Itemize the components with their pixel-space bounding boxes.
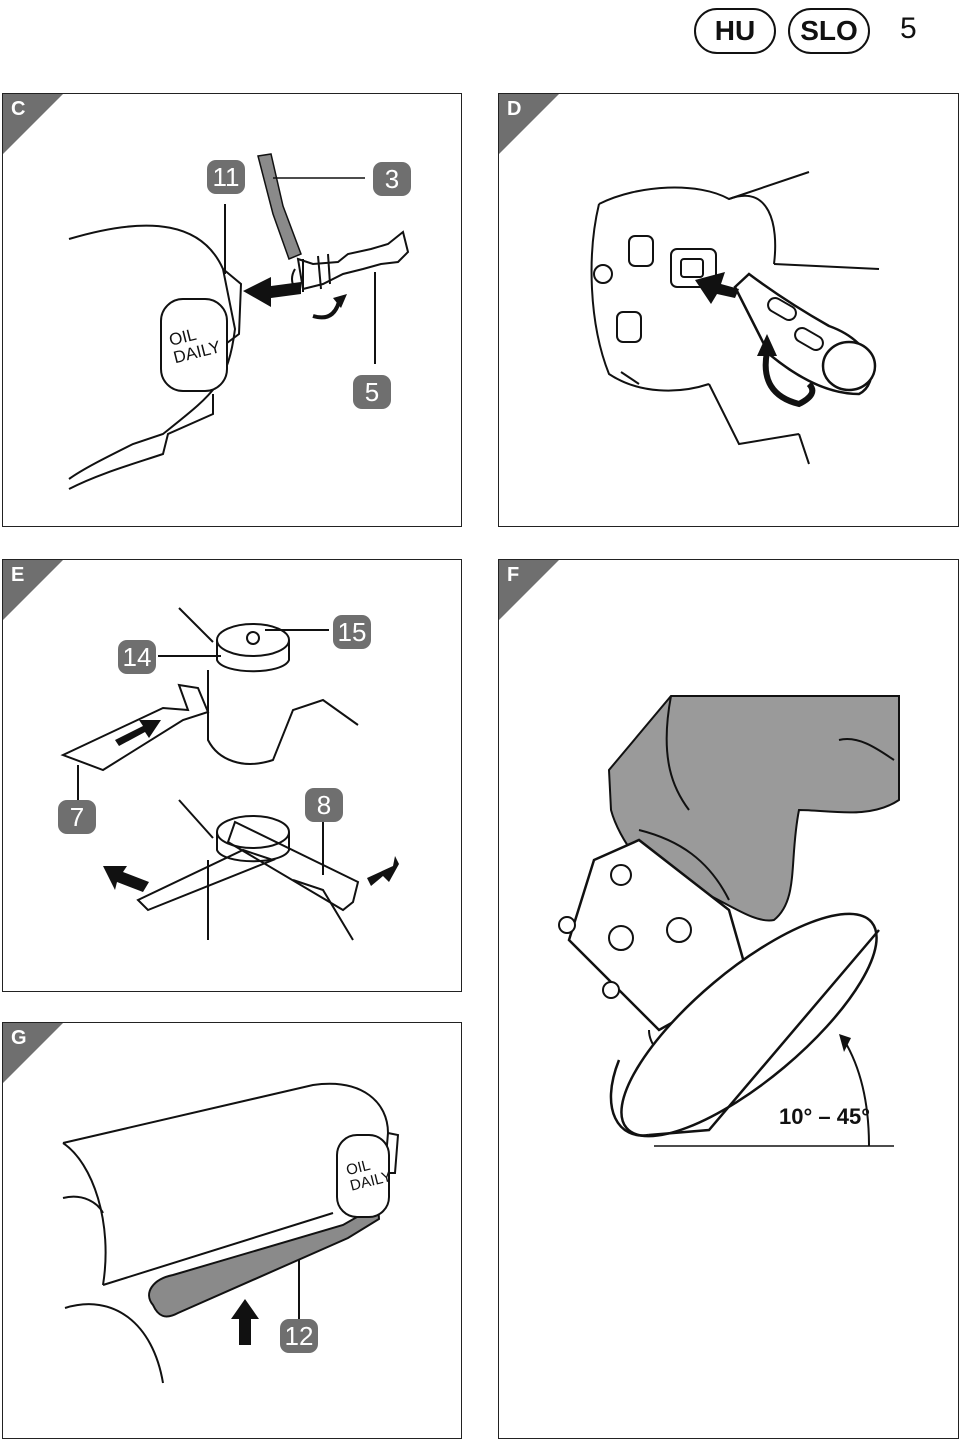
angle-range-label: 10° – 45°: [779, 1104, 870, 1129]
panel-c: C 11 3 5 OIL DAILY: [2, 93, 462, 527]
panel-corner-d: D: [499, 94, 559, 154]
panel-g: G 12 OIL DAILY: [2, 1022, 462, 1439]
wrench-disc-removal-illustration: [60, 607, 399, 941]
callout-14: 14: [118, 640, 156, 674]
panel-corner-g: G: [3, 1023, 63, 1083]
panel-letter: G: [11, 1027, 27, 1049]
panel-e: E 14 15 7 8: [2, 559, 462, 992]
callout-8: 8: [305, 788, 343, 822]
callout-11: 11: [207, 160, 245, 194]
language-badge-slo: SLO: [788, 8, 870, 54]
panel-corner-c: C: [3, 94, 63, 154]
callout-5: 5: [353, 375, 391, 409]
throttle-lever-illustration: [62, 1082, 400, 1384]
air-tool-connector-illustration: [68, 153, 410, 490]
panel-corner-f: F: [499, 560, 559, 620]
grinding-angle-illustration: [558, 695, 900, 1147]
callout-3: 3: [373, 162, 411, 196]
panel-d: D: [498, 93, 959, 527]
panel-letter: F: [507, 564, 520, 586]
page-number: 5: [900, 12, 917, 45]
panel-f: F 10° – 45°: [498, 559, 959, 1439]
language-badge-hu: HU: [694, 8, 776, 54]
speed-adjust-illustration: [590, 171, 880, 465]
panel-letter: E: [11, 564, 25, 586]
callout-7: 7: [58, 800, 96, 834]
panel-letter: C: [11, 98, 26, 120]
callout-15: 15: [333, 615, 371, 649]
panel-letter: D: [507, 98, 522, 120]
panel-corner-e: E: [3, 560, 63, 620]
callout-12: 12: [280, 1319, 318, 1353]
